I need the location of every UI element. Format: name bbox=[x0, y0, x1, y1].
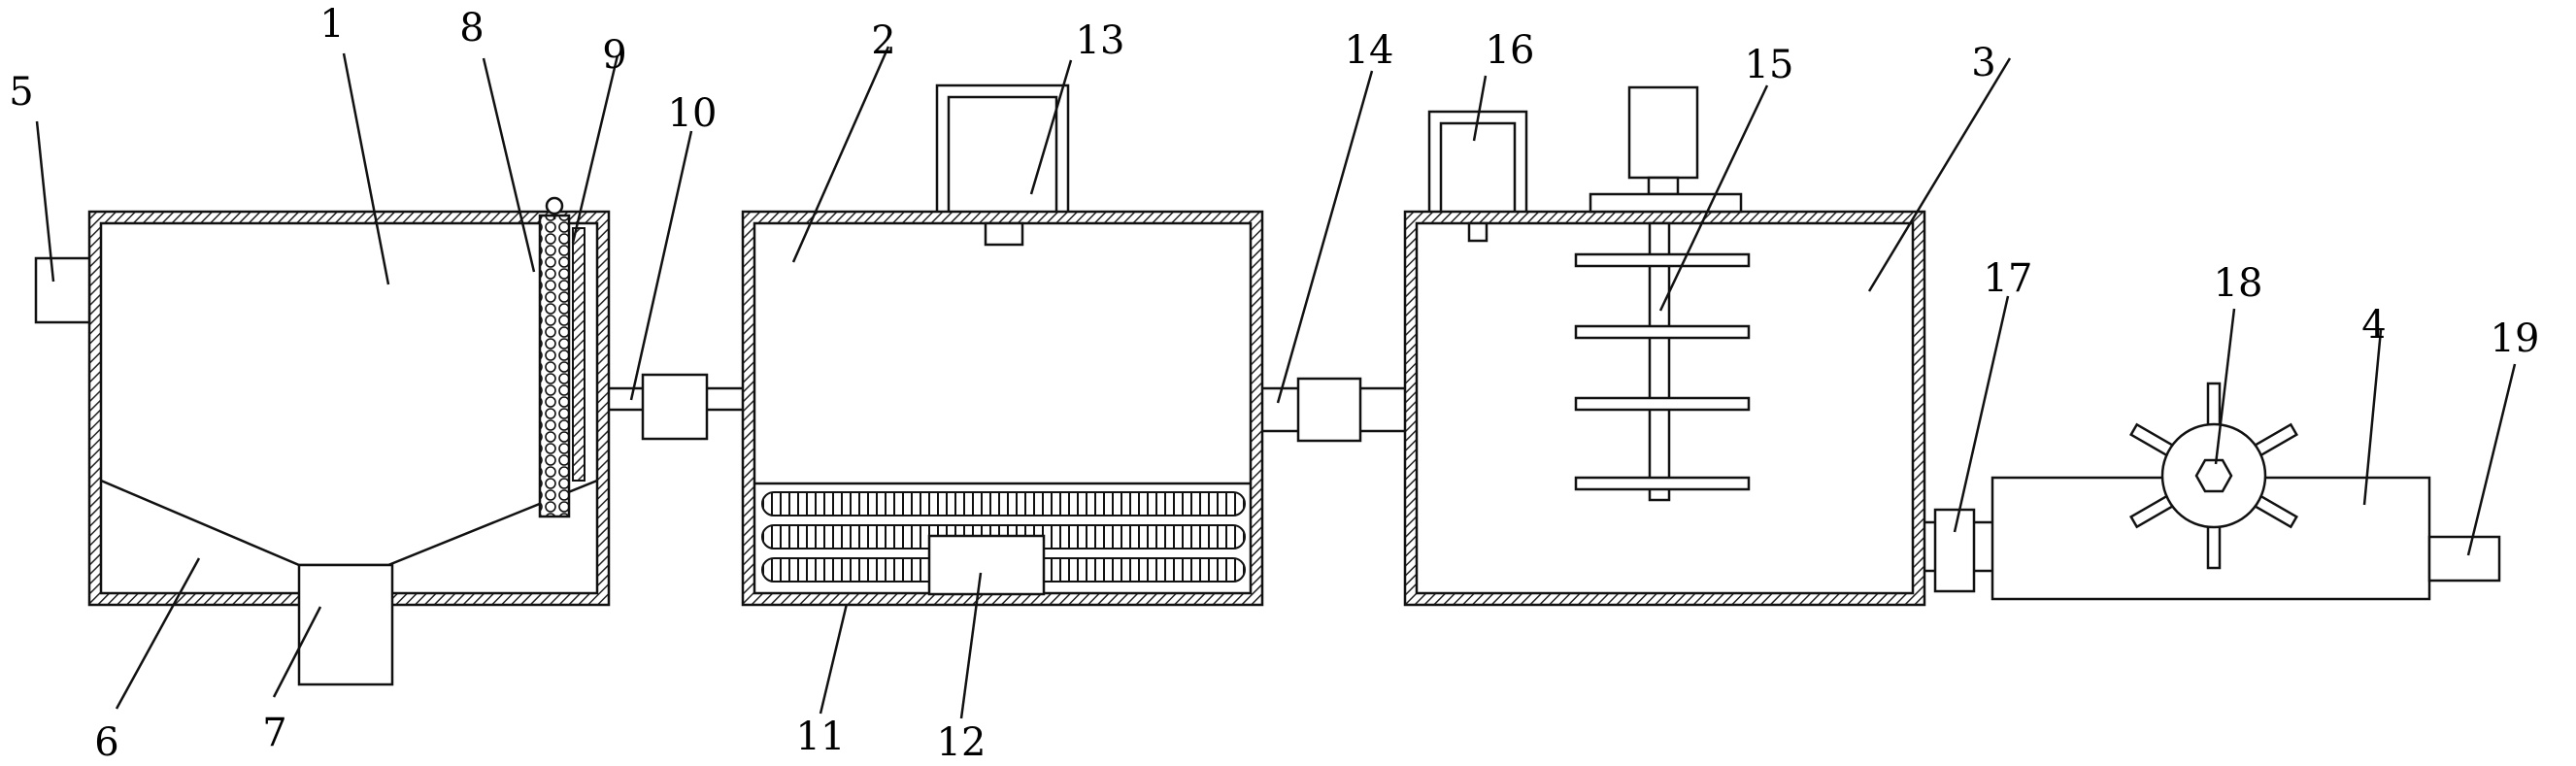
label-6: 6 bbox=[94, 720, 118, 765]
label-10: 10 bbox=[668, 91, 718, 136]
label-16: 16 bbox=[1486, 28, 1535, 73]
conical-bottom bbox=[100, 479, 598, 567]
label-1: 1 bbox=[319, 2, 344, 47]
label-11: 11 bbox=[796, 715, 846, 759]
outlet-pipe bbox=[297, 563, 394, 686]
tank-3 bbox=[1403, 85, 1926, 607]
label-13: 13 bbox=[1076, 18, 1125, 63]
label-15: 15 bbox=[1745, 43, 1794, 87]
tank-1 bbox=[34, 196, 611, 686]
connecting-pipe-10 bbox=[609, 373, 743, 441]
label-9: 9 bbox=[602, 33, 626, 78]
cylinder-4 bbox=[1991, 382, 2501, 601]
label-3: 3 bbox=[1971, 41, 1995, 85]
filter-screen bbox=[538, 196, 585, 518]
control-box bbox=[927, 534, 1046, 596]
stirrer bbox=[1574, 85, 1751, 502]
label-17: 17 bbox=[1984, 256, 2033, 301]
part-labels: 1 2 3 4 5 6 7 8 9 10 11 12 13 14 15 16 1… bbox=[9, 2, 2539, 765]
top-hood bbox=[935, 83, 1070, 247]
leader-lines bbox=[35, 46, 2517, 719]
rotary-cutter bbox=[2129, 382, 2298, 570]
inlet-port bbox=[34, 256, 91, 324]
discharge-nozzle bbox=[2427, 535, 2501, 583]
tank-2 bbox=[741, 83, 1264, 607]
label-4: 4 bbox=[2361, 303, 2386, 348]
connecting-pipe-14 bbox=[1262, 377, 1405, 443]
label-18: 18 bbox=[2214, 261, 2263, 306]
valve-17 bbox=[1924, 508, 1992, 593]
label-7: 7 bbox=[262, 711, 286, 755]
label-2: 2 bbox=[871, 18, 895, 63]
label-19: 19 bbox=[2491, 316, 2540, 361]
label-5: 5 bbox=[9, 70, 33, 115]
label-12: 12 bbox=[937, 720, 987, 765]
label-8: 8 bbox=[459, 6, 484, 50]
label-14: 14 bbox=[1345, 28, 1394, 73]
